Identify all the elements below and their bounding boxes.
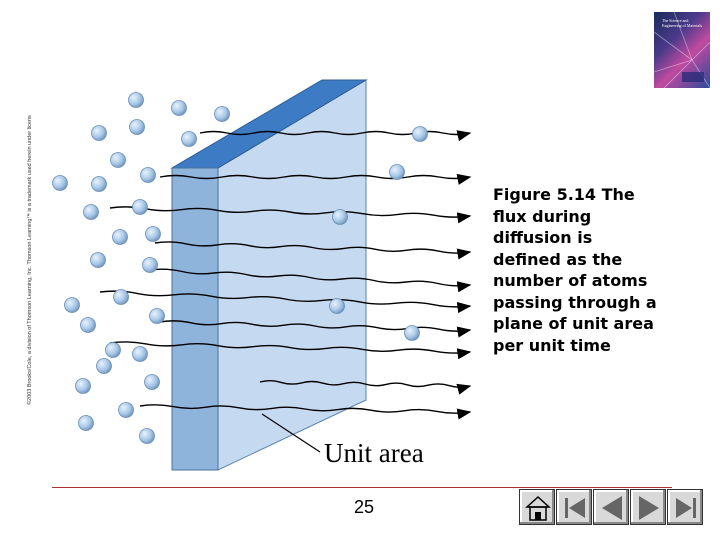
atom — [389, 164, 405, 180]
diffusion-flux-diagram: Unit area — [52, 79, 472, 471]
atom — [404, 325, 420, 341]
unit-area-label: Unit area — [324, 438, 424, 468]
atom — [129, 119, 145, 135]
page-number: 25 — [354, 497, 375, 517]
atom — [132, 199, 148, 215]
atom — [171, 100, 187, 116]
atom — [90, 252, 106, 268]
atom — [332, 209, 348, 225]
book-cover-thumbnail: The Science and Engineering of Materials — [654, 12, 710, 88]
atom — [139, 428, 155, 444]
atom — [96, 358, 112, 374]
last-page-icon — [676, 498, 696, 518]
book-cover-title: The Science and Engineering of Materials — [662, 18, 702, 28]
atom — [112, 229, 128, 245]
footer-divider — [52, 487, 672, 488]
flux-arrow — [259, 380, 472, 395]
atom — [181, 131, 197, 147]
flux-arrow — [109, 206, 472, 224]
flux-arrow — [154, 241, 472, 260]
atom — [80, 317, 96, 333]
atom — [118, 402, 134, 418]
atom — [142, 257, 158, 273]
unit-area-leader-line — [261, 413, 321, 453]
flux-arrow — [139, 404, 472, 420]
last-page-button[interactable] — [667, 489, 703, 525]
first-page-button[interactable] — [556, 489, 592, 525]
atom — [113, 289, 129, 305]
atom — [91, 176, 107, 192]
next-page-icon — [639, 496, 659, 520]
atom — [52, 175, 68, 191]
home-button[interactable] — [519, 489, 555, 525]
atom — [105, 342, 121, 358]
flux-arrow — [99, 290, 472, 314]
slide-navigation — [519, 489, 704, 526]
atom — [144, 374, 160, 390]
first-page-icon — [565, 498, 585, 518]
atom — [110, 152, 126, 168]
flux-arrow — [109, 341, 472, 360]
flux-arrow — [159, 173, 472, 185]
atom — [412, 126, 428, 142]
atom — [78, 415, 94, 431]
atom — [132, 346, 148, 362]
home-icon — [525, 495, 551, 521]
atom — [128, 92, 144, 108]
atom — [140, 167, 156, 183]
atom — [64, 297, 80, 313]
atom — [329, 298, 345, 314]
atom — [149, 308, 165, 324]
atom — [145, 226, 161, 242]
atom — [75, 378, 91, 394]
previous-page-button[interactable] — [593, 489, 629, 525]
atom — [91, 125, 107, 141]
plane-front-face — [171, 167, 219, 471]
flux-arrow — [149, 268, 472, 293]
previous-page-icon — [602, 496, 622, 520]
figure-caption: Figure 5.14 The flux during diffusion is… — [493, 185, 657, 355]
next-page-button[interactable] — [630, 489, 666, 525]
atom — [83, 204, 99, 220]
atom — [214, 106, 230, 122]
